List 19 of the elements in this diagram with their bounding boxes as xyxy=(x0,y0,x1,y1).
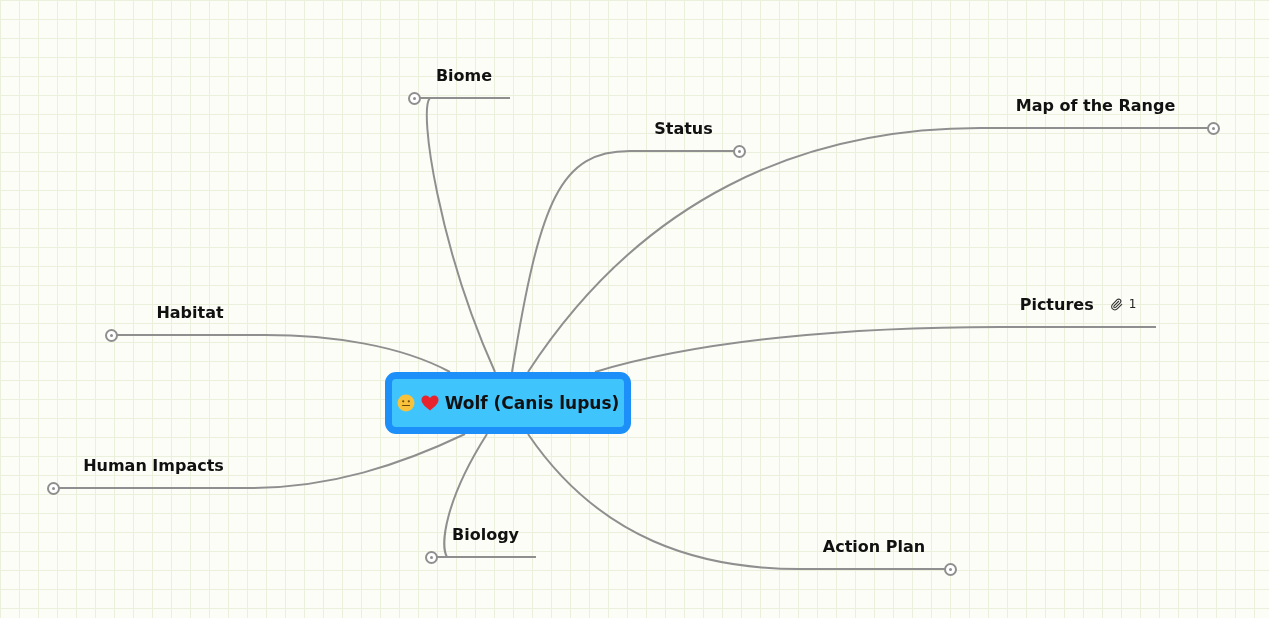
topic-text: Human Impacts xyxy=(83,456,224,475)
topic-text: Map of the Range xyxy=(1015,96,1176,115)
topic-text: Pictures xyxy=(1019,294,1094,314)
branch-line xyxy=(527,433,801,570)
attachment-count: 1 xyxy=(1128,297,1137,311)
central-topic-box xyxy=(385,372,631,434)
topic-text: Biome xyxy=(435,66,493,85)
branch-line xyxy=(425,97,496,373)
topic-text: Action Plan xyxy=(822,537,926,556)
branch-line xyxy=(594,326,1001,373)
branch-line xyxy=(249,433,466,489)
branch-line xyxy=(511,150,631,373)
topic-text: Biology xyxy=(452,525,519,544)
topic-text: Habitat xyxy=(156,302,224,322)
topic-text: Wolf (Canis lupus) xyxy=(444,393,620,413)
branch-line xyxy=(527,127,981,373)
branch-line xyxy=(264,334,451,373)
branch-line xyxy=(443,433,488,558)
topic-text: Status xyxy=(654,118,713,138)
